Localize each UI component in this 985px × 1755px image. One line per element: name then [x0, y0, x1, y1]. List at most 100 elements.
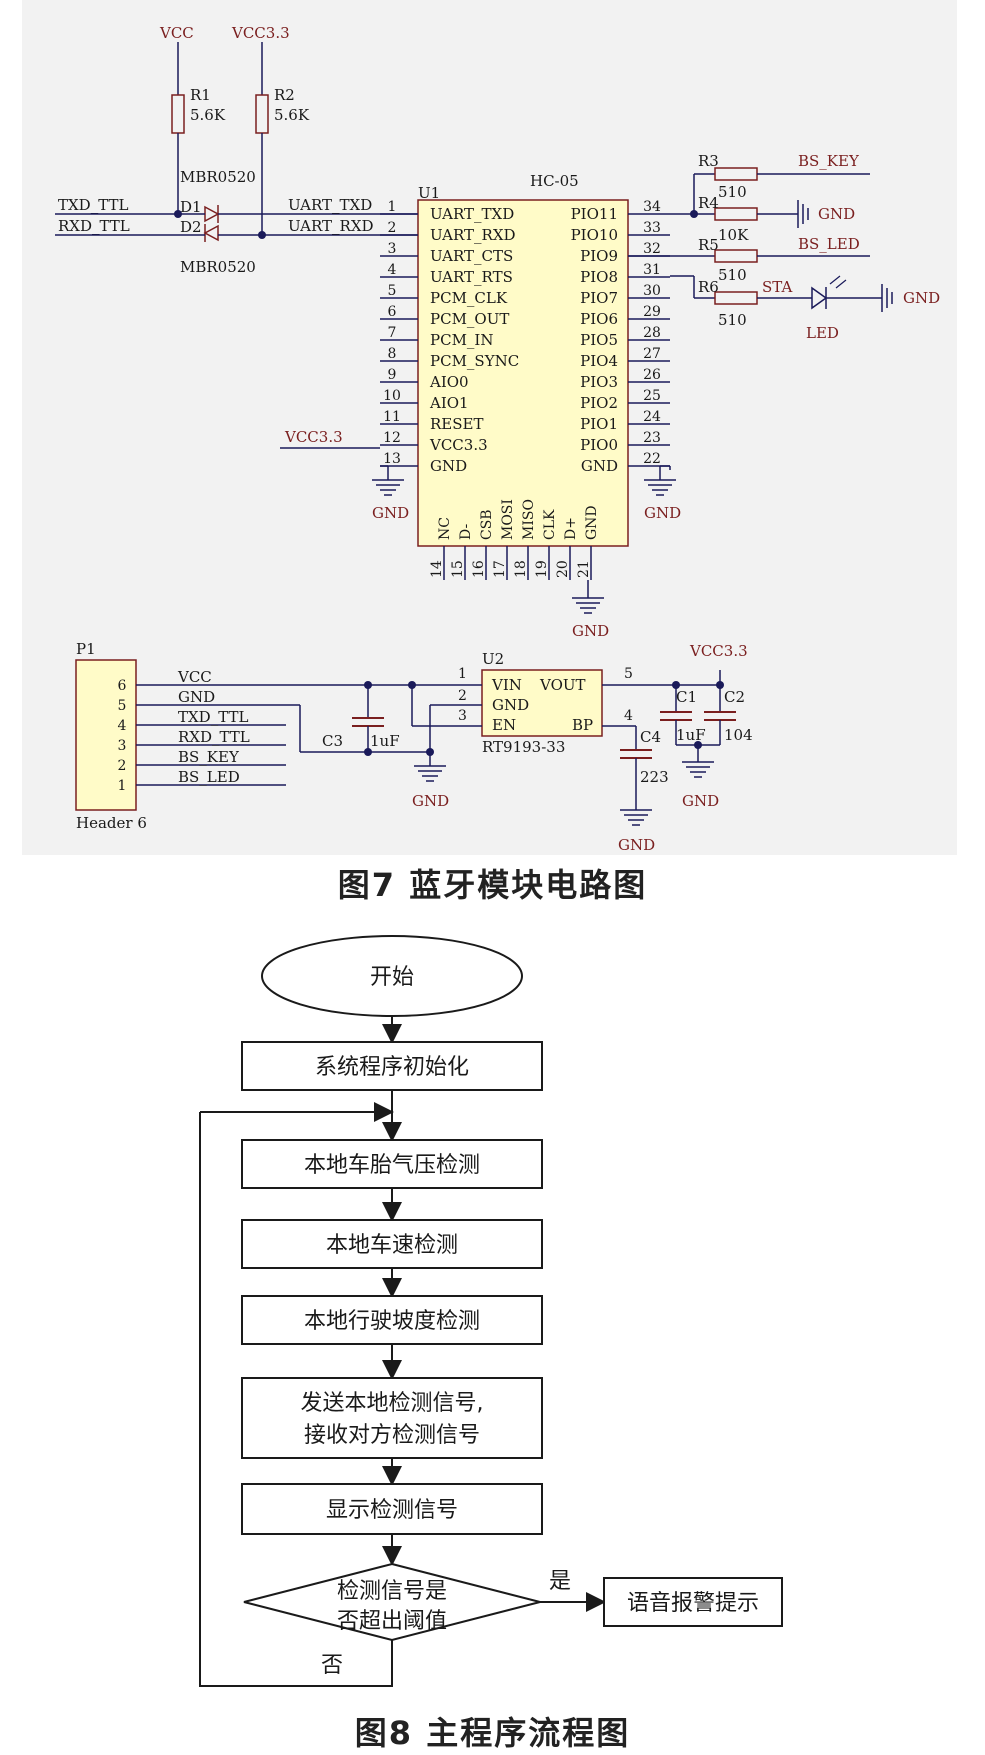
- u1-pin-number: 34: [643, 199, 661, 215]
- r6-ref: R6: [698, 278, 719, 296]
- speed-step-label: 本地车速检测: [326, 1233, 458, 1258]
- gnd-label-c12: GND: [682, 792, 719, 810]
- u1-pin-number: 32: [643, 241, 661, 257]
- p1-pin-number: 4: [118, 718, 127, 734]
- u2-pin-vout: VOUT: [539, 676, 586, 694]
- r2-value: 5.6K: [274, 106, 310, 124]
- u1-pin-name: UART_TXD: [430, 205, 514, 223]
- threshold-decision: [243, 1562, 541, 1642]
- sta-net-label: STA: [762, 278, 792, 296]
- led-net-label: LED: [806, 324, 839, 342]
- u1-pin-name: NC: [437, 517, 453, 540]
- slope-step-box: [241, 1295, 543, 1345]
- gnd-label-c4: GND: [618, 836, 655, 854]
- u2-pin-vin: VIN: [491, 676, 522, 694]
- u1-pin-number: 18: [513, 560, 529, 578]
- display-step-box: [241, 1483, 543, 1535]
- r4-value: 10K: [718, 226, 749, 244]
- rxd-ttl-net-label: RXD_TTL: [58, 217, 130, 235]
- u1-pin-number: 22: [643, 451, 661, 467]
- init-step-box: [241, 1041, 543, 1091]
- u1-pin-number: 19: [534, 560, 550, 578]
- gnd-label-left: GND: [372, 504, 409, 522]
- u1-pin-number: 4: [388, 262, 397, 278]
- tire-pressure-step-label: 本地车胎气压检测: [304, 1153, 480, 1178]
- c2-ref: C2: [724, 688, 745, 706]
- u1-pin-name: PCM_IN: [430, 331, 493, 349]
- u1-pin-name: PIO11: [571, 205, 618, 223]
- vcc33-label-top: VCC3.3: [231, 24, 290, 42]
- u1-pin-name: GND: [581, 457, 618, 475]
- d2-part: MBR0520: [180, 258, 256, 276]
- u1-pin-number: 28: [643, 325, 661, 341]
- uart-rxd-net-label: UART_RXD: [288, 217, 374, 235]
- u1-right-pins: 34PIO1133PIO1032PIO931PIO830PIO729PIO628…: [571, 199, 694, 475]
- yes-label: 是: [549, 1569, 571, 1594]
- u1-pin-name: CLK: [542, 509, 558, 540]
- u1-pin-name: AIO1: [429, 394, 469, 412]
- u1-pin-name: PIO1: [580, 415, 618, 433]
- gnd-label-u2: GND: [412, 792, 449, 810]
- u1-pin-number: 26: [643, 367, 661, 383]
- c4-value: 223: [640, 768, 669, 786]
- u2-num-4: 4: [624, 708, 633, 724]
- p1-net-label: BS_KEY: [178, 748, 240, 766]
- r4-ref: R4: [698, 194, 719, 212]
- init-step-label: 系统程序初始化: [315, 1055, 469, 1080]
- gnd-label-right: GND: [644, 504, 681, 522]
- u1-pin-number: 14: [429, 560, 445, 578]
- u1-pin-name: AIO0: [429, 373, 469, 391]
- start-label: 开始: [370, 965, 414, 990]
- u1-body: [417, 199, 629, 547]
- u1-pin-number: 13: [383, 451, 401, 467]
- u1-pin-name: GND: [430, 457, 467, 475]
- u1-pin-number: 21: [576, 560, 592, 578]
- r1-ref: R1: [190, 86, 211, 104]
- p1-net-label: GND: [178, 688, 215, 706]
- u1-pin-name: GND: [584, 505, 600, 540]
- u1-pin-name: PIO7: [580, 289, 618, 307]
- u2-part: RT9193-33: [482, 738, 565, 756]
- u1-pin-number: 17: [492, 560, 508, 578]
- bluetooth-schematic: VCC VCC3.3 R1 5.6K R2 5.6K MBR0520 D1 D2…: [22, 0, 957, 855]
- u1-pin-name: PIO2: [580, 394, 618, 412]
- bs-led-net-label: BS_LED: [798, 235, 860, 253]
- send-step-line1: 发送本地检测信号,: [301, 1391, 484, 1416]
- u1-pin-name: PIO8: [580, 268, 618, 286]
- c1-ref: C1: [676, 688, 697, 706]
- p1-pin-number: 3: [118, 738, 127, 754]
- u2-pin-gnd: GND: [492, 696, 529, 714]
- vcc33-label-u1: VCC3.3: [284, 428, 343, 446]
- p1-pin-number: 1: [118, 778, 127, 794]
- c4-ref: C4: [640, 728, 661, 746]
- u1-pin-name: PCM_OUT: [430, 310, 509, 328]
- u1-pin-name: RESET: [430, 415, 483, 433]
- p1-pin-number: 5: [118, 698, 127, 714]
- u1-pin-number: 2: [388, 220, 397, 236]
- u1-pin-number: 15: [450, 560, 466, 578]
- u2-num-2: 2: [458, 688, 467, 704]
- tire-pressure-step-box: [241, 1139, 543, 1189]
- u1-pin-name: PCM_CLK: [430, 289, 508, 307]
- send-step-line2: 接收对方检测信号: [304, 1423, 480, 1448]
- u1-pin-name: UART_RXD: [430, 226, 516, 244]
- d2-ref: D2: [180, 218, 202, 236]
- u2-num-3: 3: [458, 708, 467, 724]
- voice-alarm-label: 语音报警提示: [627, 1591, 759, 1616]
- u1-pin-name: PIO0: [580, 436, 618, 454]
- p1-pin-number: 6: [118, 678, 127, 694]
- u1-pin-number: 8: [388, 346, 397, 362]
- no-label: 否: [321, 1653, 343, 1678]
- slope-step-label: 本地行驶坡度检测: [304, 1309, 480, 1334]
- u1-pin-name: PIO4: [580, 352, 618, 370]
- u1-pin-name: PIO6: [580, 310, 618, 328]
- p1-header-body: [75, 659, 137, 811]
- p1-net-label: TXD_TTL: [178, 708, 248, 726]
- u2-pin-bp: BP: [572, 716, 593, 734]
- u1-pin-number: 29: [643, 304, 661, 320]
- decision-line2: 否超出阈值: [337, 1609, 447, 1634]
- u1-pin-name: PIO9: [580, 247, 618, 265]
- uart-txd-net-label: UART_TXD: [288, 196, 372, 214]
- gnd-label-bottom: GND: [572, 622, 609, 640]
